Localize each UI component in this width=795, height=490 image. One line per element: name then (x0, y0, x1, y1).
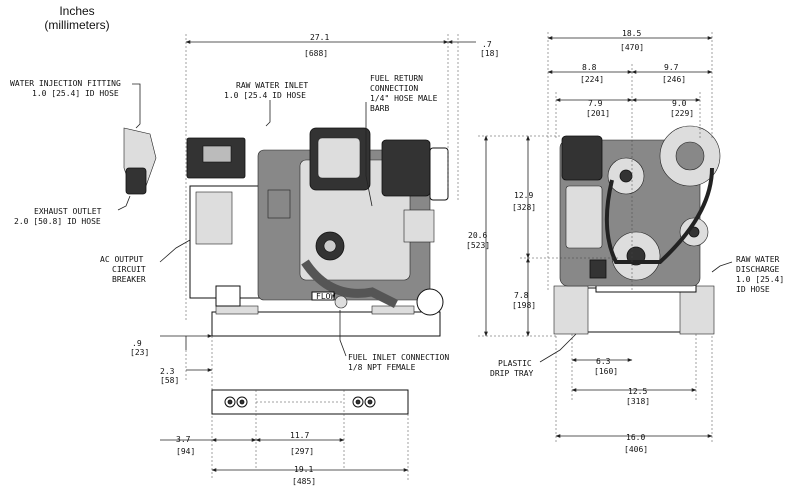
callout-raw-water-discharge-1: RAW WATER (736, 255, 780, 264)
callout-water-injection-1: WATER INJECTION FITTING (10, 79, 121, 88)
dim-hole-offset-mm: [94] (176, 447, 195, 456)
dim-base-width-inch: 16.0 (626, 433, 645, 442)
dim-left-inner-inch: 7.9 (588, 99, 603, 108)
callout-fuel-inlet-1: FUEL INLET CONNECTION (348, 353, 449, 362)
side-view-generator: FLOW (123, 127, 449, 337)
dim-overall-length-inch: 27.1 (310, 33, 329, 42)
callout-exhaust-outlet-1: EXHAUST OUTLET (34, 207, 102, 216)
end-mount-left (553, 285, 589, 335)
side-view-callouts: WATER INJECTION FITTING 1.0 [25.4] ID HO… (10, 74, 449, 372)
fuel-filter-block (381, 139, 431, 197)
dim-right-inner-inch: 9.0 (672, 99, 687, 108)
leader-exhaust-outlet (117, 195, 131, 211)
flow-tag (311, 291, 335, 301)
dim-rail-height-inch: 2.3 (160, 367, 175, 376)
callout-raw-water-discharge-3: 1.0 [25.4] (736, 275, 784, 284)
leader-water-injection (132, 83, 141, 129)
dim-right-half-inch: 9.7 (664, 63, 679, 72)
dim-hole-spacing-mm: [297] (290, 447, 314, 456)
dim-overall-width-mm: [470] (620, 43, 644, 52)
leader-ac-output (159, 239, 191, 263)
flow-label: FLOW (316, 292, 335, 301)
callout-ac-output-2: CIRCUIT (112, 265, 146, 274)
dim-hole-spacing-inch: 11.7 (290, 431, 309, 440)
dim-upper-height-mm: [328] (512, 203, 536, 212)
end-fuel-pump (589, 259, 607, 279)
heat-exchanger-cap (317, 137, 361, 179)
dim-upper-height-inch: 12.9 (514, 191, 533, 200)
leader-raw-water-discharge (711, 261, 733, 273)
callout-drip-tray-2: DRIP TRAY (490, 369, 534, 378)
dim-left-inner-mm: [201] (586, 109, 610, 118)
dim-overall-height-mm: [523] (466, 241, 490, 250)
dim-overall-length-mm: [688] (304, 49, 328, 58)
leader-raw-water-inlet (265, 100, 271, 127)
side-view-dimension-text: 27.1 [688] .7 [18] .9 [23] 2.3 [58] 3.7 … (130, 33, 499, 486)
dim-base-width-mm: [406] (624, 445, 648, 454)
callout-fuel-inlet-2: 1/8 NPT FEMALE (348, 363, 416, 372)
callout-ac-output-3: BREAKER (112, 275, 146, 284)
dim-rail-length-mm: [485] (292, 477, 316, 486)
dim-side-offset-inch: .9 (132, 339, 142, 348)
end-drive-belt (604, 167, 714, 264)
end-view-generator (553, 125, 721, 335)
callout-water-injection-2: 1.0 [25.4] ID HOSE (32, 89, 119, 98)
units-note: Inches (millimeters) (22, 4, 132, 32)
dim-overall-width-inch: 18.5 (622, 29, 641, 38)
end-view-dimension-text: 18.5 [470] 8.8 [224] 9.7 [246] 7.9 [201]… (466, 29, 694, 454)
end-mount-right (679, 285, 715, 335)
leader-fuel-return (365, 102, 373, 207)
units-millimeters: (millimeters) (44, 18, 110, 32)
leader-fuel-inlet (339, 310, 347, 357)
side-view-dimensions (117, 34, 476, 480)
callout-raw-water-discharge-4: ID HOSE (736, 285, 770, 294)
dim-rail-height-mm: [58] (160, 376, 179, 385)
side-bracket (215, 285, 241, 307)
dim-overhang-inch: .7 (482, 40, 492, 49)
units-inches: Inches (59, 4, 95, 18)
dim-lower-height-inch: 7.8 (514, 291, 529, 300)
dim-center-offset-mm: [160] (594, 367, 618, 376)
dim-right-half-mm: [246] (662, 75, 686, 84)
callout-exhaust-outlet-2: 2.0 [50.8] ID HOSE (14, 217, 101, 226)
callout-fuel-return-3: 1/4" HOSE MALE (370, 94, 438, 103)
dim-right-inner-mm: [229] (670, 109, 694, 118)
dim-overhang-mm: [18] (480, 49, 499, 58)
callout-fuel-return-1: FUEL RETURN (370, 74, 423, 83)
dim-mount-spacing-mm: [318] (626, 397, 650, 406)
dim-left-half-inch: 8.8 (582, 63, 597, 72)
callout-raw-water-inlet-1: RAW WATER INLET (236, 81, 308, 90)
end-view-dimensions (478, 32, 733, 444)
dim-rail-length-inch: 19.1 (294, 465, 313, 474)
dim-overall-height-inch: 20.6 (468, 231, 487, 240)
dim-mount-spacing-inch: 12.5 (628, 387, 647, 396)
end-manifold (565, 185, 603, 249)
dim-lower-height-mm: [198] (512, 301, 536, 310)
callout-raw-water-discharge-2: DISCHARGE (736, 265, 780, 274)
exhaust-elbow (416, 288, 444, 316)
dim-left-half-mm: [224] (580, 75, 604, 84)
side-base-skid (211, 311, 441, 337)
end-view-callouts: PLASTIC DRIP TRAY RAW WATER DISCHARGE 1.… (490, 255, 784, 378)
leader-drip-tray (539, 333, 577, 363)
control-display (202, 145, 232, 163)
rear-cover (429, 147, 449, 201)
side-mount-left (215, 305, 259, 315)
callout-fuel-return-4: BARB (370, 104, 389, 113)
dim-side-offset-mm: [23] (130, 348, 149, 357)
callout-ac-output-1: AC OUTPUT (100, 255, 144, 264)
callout-raw-water-inlet-2: 1.0 [25.4 ID HOSE (224, 91, 306, 100)
fuel-inlet-fitting (334, 295, 348, 309)
exhaust-outlet (125, 167, 147, 195)
dim-center-offset-inch: 6.3 (596, 357, 611, 366)
dim-hole-offset-inch: 3.7 (176, 435, 191, 444)
end-heat-exchanger (561, 135, 603, 181)
breaker-panel (195, 191, 233, 245)
callout-drip-tray-1: PLASTIC (498, 359, 532, 368)
oil-filter (267, 189, 291, 219)
callout-fuel-return-2: CONNECTION (370, 84, 418, 93)
exhaust-hose (301, 259, 399, 309)
injection-pump (403, 209, 435, 243)
